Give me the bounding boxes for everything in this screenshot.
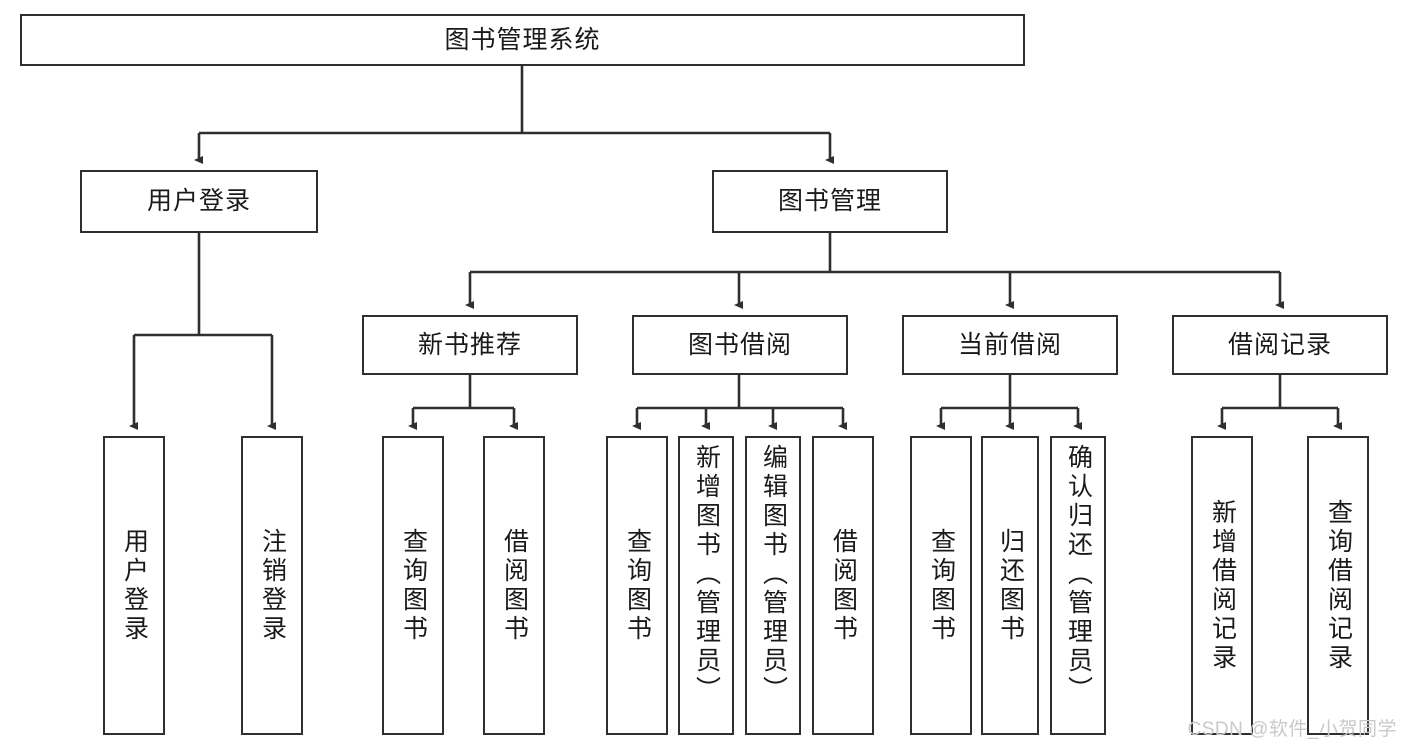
node-borrow-record[interactable]: 借阅记录 [1172, 315, 1388, 375]
node-book-borrow[interactable]: 图书借阅 [632, 315, 848, 375]
node-leaf-query-record-label: 查询借阅记录 [1324, 498, 1353, 673]
node-current-borrow[interactable]: 当前借阅 [902, 315, 1118, 375]
node-leaf-add-record-label: 新增借阅记录 [1208, 498, 1237, 673]
node-user-login-label: 用户登录 [146, 187, 251, 216]
node-current-borrow-label: 当前借阅 [957, 330, 1062, 359]
node-root-label: 图书管理系统 [444, 25, 601, 54]
node-leaf-borrow-book-1[interactable]: 借阅图书 [483, 436, 545, 735]
node-leaf-edit-book-label: 编辑图书（管理员） [759, 444, 788, 705]
node-book-management[interactable]: 图书管理 [712, 170, 948, 233]
node-leaf-user-login-label: 用户登录 [120, 527, 149, 644]
node-leaf-user-logout[interactable]: 注销登录 [241, 436, 303, 735]
node-root[interactable]: 图书管理系统 [20, 14, 1025, 66]
node-leaf-user-login[interactable]: 用户登录 [103, 436, 165, 735]
node-leaf-borrow-book-2-label: 借阅图书 [829, 527, 858, 644]
node-leaf-return-book[interactable]: 归还图书 [981, 436, 1039, 735]
node-leaf-query-book-3[interactable]: 查询图书 [910, 436, 972, 735]
node-new-book-recommend-label: 新书推荐 [417, 330, 522, 359]
node-leaf-query-book-2-label: 查询图书 [623, 527, 652, 644]
node-book-management-label: 图书管理 [777, 187, 882, 216]
node-leaf-add-book-label: 新增图书（管理员） [692, 444, 721, 705]
node-new-book-recommend[interactable]: 新书推荐 [362, 315, 578, 375]
node-leaf-query-book-3-label: 查询图书 [927, 527, 956, 644]
node-leaf-query-book-1[interactable]: 查询图书 [382, 436, 444, 735]
node-leaf-edit-book[interactable]: 编辑图书（管理员） [745, 436, 801, 735]
node-leaf-query-book-1-label: 查询图书 [399, 527, 428, 644]
node-user-login[interactable]: 用户登录 [80, 170, 318, 233]
node-leaf-borrow-book-2[interactable]: 借阅图书 [812, 436, 874, 735]
node-leaf-confirm-return[interactable]: 确认归还（管理员） [1050, 436, 1106, 735]
node-leaf-add-book[interactable]: 新增图书（管理员） [678, 436, 734, 735]
watermark-text: CSDN @软件_小贺同学 [1187, 719, 1397, 740]
node-book-borrow-label: 图书借阅 [687, 330, 792, 359]
node-leaf-query-record[interactable]: 查询借阅记录 [1307, 436, 1369, 735]
node-leaf-user-logout-label: 注销登录 [258, 527, 287, 644]
node-leaf-return-book-label: 归还图书 [996, 527, 1025, 644]
node-leaf-add-record[interactable]: 新增借阅记录 [1191, 436, 1253, 735]
node-leaf-query-book-2[interactable]: 查询图书 [606, 436, 668, 735]
node-borrow-record-label: 借阅记录 [1227, 330, 1332, 359]
node-leaf-confirm-return-label: 确认归还（管理员） [1064, 444, 1093, 705]
node-leaf-borrow-book-1-label: 借阅图书 [500, 527, 529, 644]
